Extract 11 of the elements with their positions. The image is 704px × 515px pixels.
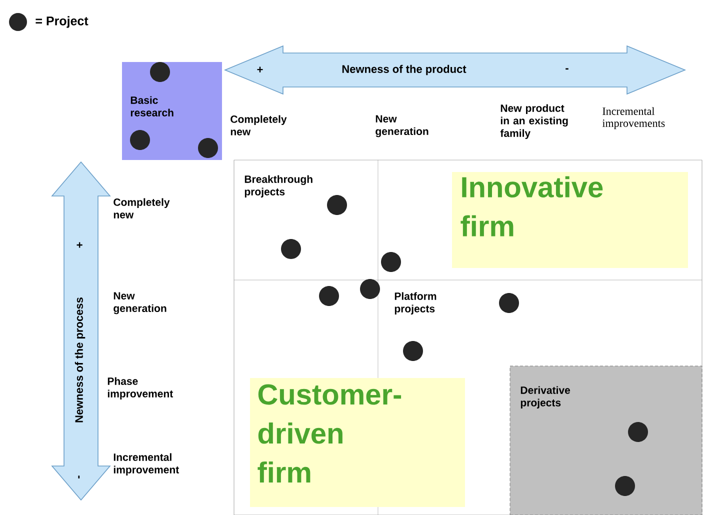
column-header: Completely new xyxy=(230,115,287,136)
quadrant-label: Platform projects xyxy=(394,292,436,314)
legend-text: = Project xyxy=(36,16,88,28)
research-box: Basic research xyxy=(122,62,222,160)
column-header: New product in an existing family xyxy=(500,104,568,139)
firm-box: Customer-driven firm xyxy=(250,378,465,507)
firm-box: Innovative firm xyxy=(452,172,688,268)
quadrant-label: Breakthrough projects xyxy=(244,175,312,198)
column-header: Incremental improvements xyxy=(602,107,665,130)
project-box: Derivative projects xyxy=(510,366,702,515)
column-header: New generation xyxy=(376,115,428,138)
